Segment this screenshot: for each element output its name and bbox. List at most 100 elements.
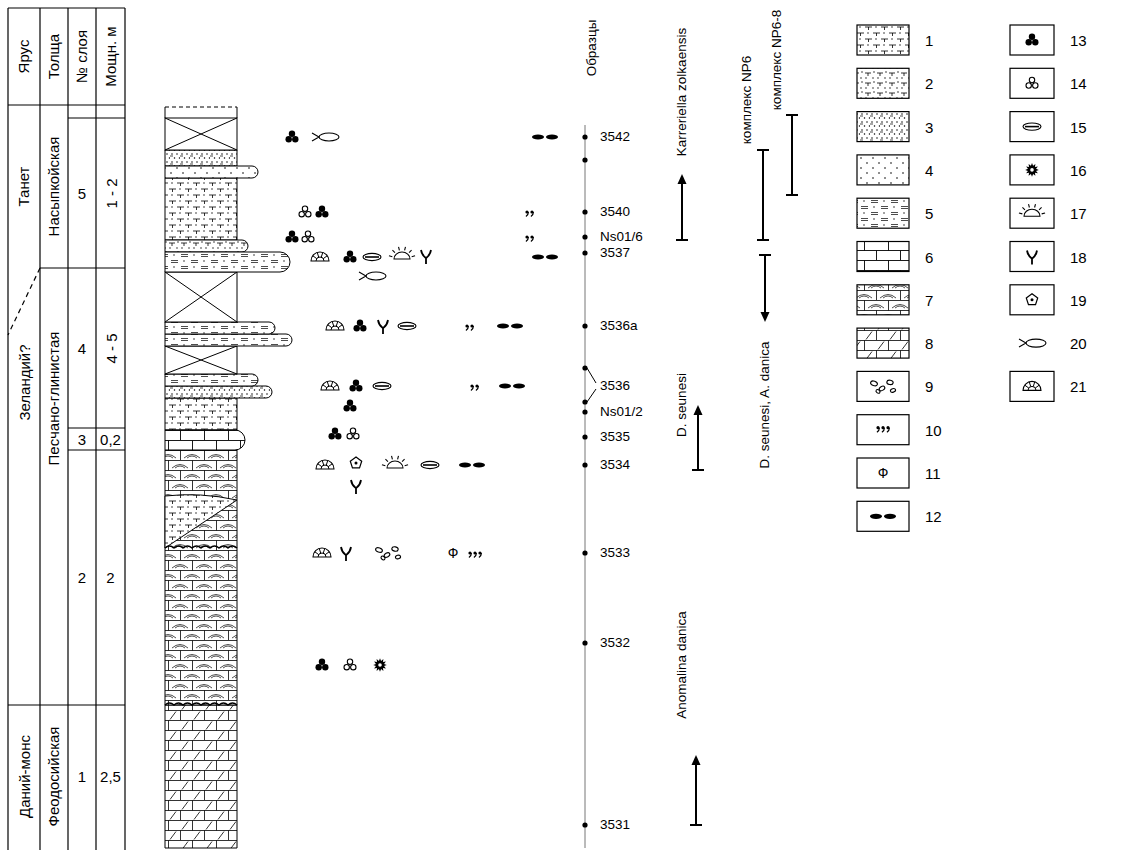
lithology-column: [165, 107, 292, 848]
zone-tick: [676, 239, 688, 241]
swatch-box: [857, 242, 909, 272]
fossil-symbol: [286, 131, 299, 143]
rock-bed: [165, 252, 290, 272]
cell-text: Даний-монс: [17, 735, 32, 818]
sample-number: 3531: [600, 818, 630, 832]
sample-dot: [582, 462, 587, 467]
grid-line: [67, 8, 68, 850]
sample-number: 3536а: [600, 319, 638, 333]
swatch-box: [1010, 112, 1054, 142]
legend-number: 4: [925, 162, 933, 177]
fossil-symbol: [876, 426, 889, 432]
rock-bed: [165, 705, 237, 848]
fossil-symbol: [344, 251, 357, 263]
zone-arrow: [681, 182, 683, 240]
no-exposure-cross: [165, 272, 237, 322]
fossil-symbol: [321, 381, 339, 390]
grid-line: [124, 8, 125, 850]
cell-text: 1: [78, 769, 86, 784]
cell-text: № слоя: [75, 30, 90, 83]
fossil-symbol: [299, 206, 311, 217]
legend-number: 13: [1070, 33, 1087, 48]
table-cell: Насыпкойская: [40, 105, 68, 268]
sample-dot: [582, 640, 587, 645]
fossil-symbol: [316, 206, 329, 218]
sample-number: 3532: [600, 636, 630, 650]
sample-number: 3534: [600, 458, 630, 472]
table-cell: Мощн. м: [96, 8, 125, 105]
zone-tick: [692, 469, 704, 471]
swatch-box: [857, 25, 909, 55]
fossil-symbol: [373, 658, 387, 672]
legend-number: 10: [925, 422, 942, 437]
grid-line: [7, 8, 8, 850]
cell-text: Феодосийская: [47, 727, 62, 827]
cell-text: Толща: [47, 34, 62, 79]
zone-label: D. seunesi: [675, 373, 689, 437]
column-top: [165, 107, 237, 118]
fossil-symbol: [347, 428, 359, 439]
table-cell: 4 - 5: [96, 268, 125, 428]
swatch-box: [1010, 155, 1054, 185]
legend-swatch: [857, 242, 909, 272]
fossil-symbol: [312, 133, 339, 141]
sample-dot: [582, 323, 587, 328]
legend-number: 2: [925, 76, 933, 91]
legend-swatch: [857, 458, 909, 488]
sample-number: 3535: [600, 430, 630, 444]
no-exposure: [165, 272, 237, 322]
fossil-occurrences: [286, 131, 559, 672]
swatch-box: [857, 415, 909, 445]
cell-text: Танет: [17, 167, 32, 207]
fossil-symbol: [344, 659, 356, 670]
fossil-symbol: [459, 462, 485, 467]
symbol-letter: Ф: [878, 466, 889, 480]
legend-number: 11: [925, 466, 941, 481]
sample-number: 3540: [600, 205, 630, 219]
rock-bed: [165, 430, 245, 450]
no-exposure-cross: [165, 118, 237, 150]
zone-arrow: [697, 413, 699, 470]
fossil-symbol: [1023, 123, 1041, 130]
sample-dot: [582, 250, 587, 255]
sample-dot: [582, 434, 587, 439]
cell-text: 0,2: [100, 432, 121, 447]
fossil-symbol: [1026, 77, 1038, 88]
erosion-surface: [165, 703, 237, 705]
rock-bed: [165, 240, 248, 252]
rock-bed: [165, 450, 237, 705]
cell-text: 1 - 2: [103, 178, 118, 208]
legend-number: 9: [925, 379, 933, 394]
legend-swatch: [857, 371, 909, 401]
rock-bed: [165, 398, 237, 430]
fossil-symbol: [470, 384, 478, 390]
grid-line: [68, 449, 125, 450]
symbol-letter: Ф: [448, 546, 459, 560]
grid-line: [95, 8, 96, 850]
legend-swatch: [1010, 155, 1054, 185]
fossil-symbol: [1026, 294, 1037, 305]
swatch-box: [1010, 285, 1054, 315]
no-exposure: [165, 346, 237, 374]
legend-swatch: [857, 328, 909, 358]
legend-swatch: [1010, 242, 1054, 272]
rock-bed: [165, 374, 258, 386]
sample-number: Ns01/6: [600, 230, 643, 244]
legend-number: 14: [1070, 76, 1087, 91]
fossil-symbol: [316, 659, 329, 671]
zone-label: D. seunesi, A. danica: [758, 342, 772, 469]
cell-text: 3: [78, 432, 86, 447]
swatch-box: [1010, 242, 1054, 272]
grid-line: [8, 7, 125, 8]
fossil-symbol: [363, 253, 381, 260]
fossil-symbol: [421, 250, 431, 264]
sample-number: 3536: [600, 379, 630, 393]
legend-number: 3: [925, 119, 933, 134]
legend-number: 8: [925, 336, 933, 351]
fossil-symbol: [398, 322, 416, 329]
legend-swatch: [1019, 339, 1046, 347]
table-cell: Зеландий?: [8, 335, 40, 430]
table-cell: Танет: [8, 105, 40, 268]
boundary-dashed: [8, 268, 40, 335]
swatch-box: [1010, 371, 1054, 401]
